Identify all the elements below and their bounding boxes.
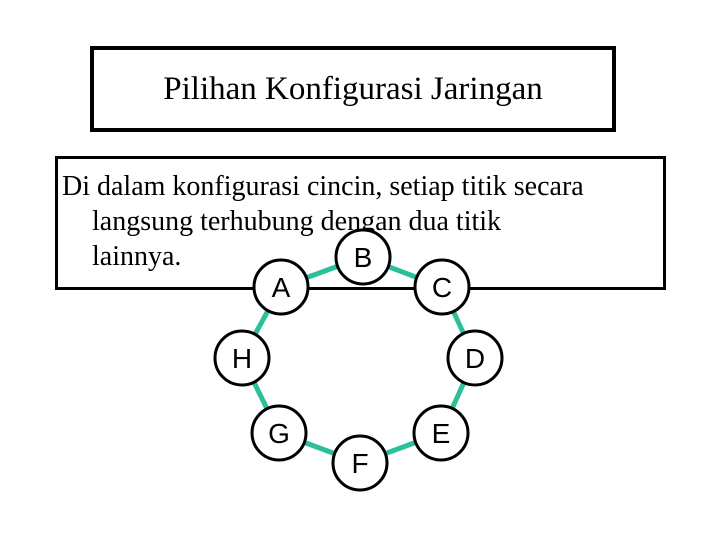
node-label: D	[465, 343, 485, 374]
node-circle	[331, 434, 389, 492]
description-line-2: langsung terhubung dengan dua titik	[92, 206, 502, 237]
node-label: G	[268, 418, 290, 449]
description-line-3: lainnya.	[92, 241, 182, 272]
node-C: C	[413, 258, 471, 316]
node-H: H	[213, 329, 271, 387]
node-circle	[334, 228, 392, 286]
node-G: G	[250, 404, 308, 462]
node-B: B	[334, 228, 392, 286]
node-label: C	[432, 272, 452, 303]
description-box: Di dalam konfigurasi cincin, setiap titi…	[55, 156, 666, 290]
node-label: H	[232, 343, 252, 374]
node-label: F	[351, 448, 368, 479]
node-circle	[250, 404, 308, 462]
node-circle	[213, 329, 271, 387]
node-circle	[446, 329, 504, 387]
title-box: Pilihan Konfigurasi Jaringan	[90, 46, 616, 132]
description-line-1: Di dalam konfigurasi cincin, setiap titi…	[62, 171, 584, 202]
node-F: F	[331, 434, 389, 492]
node-circle	[252, 258, 310, 316]
node-A: A	[252, 258, 310, 316]
node-label: E	[432, 418, 451, 449]
node-E: E	[412, 404, 470, 462]
node-label: B	[354, 242, 373, 273]
node-circle	[413, 258, 471, 316]
node-D: D	[446, 329, 504, 387]
slide-title: Pilihan Konfigurasi Jaringan	[163, 70, 543, 107]
node-label: A	[272, 272, 291, 303]
node-circle	[412, 404, 470, 462]
